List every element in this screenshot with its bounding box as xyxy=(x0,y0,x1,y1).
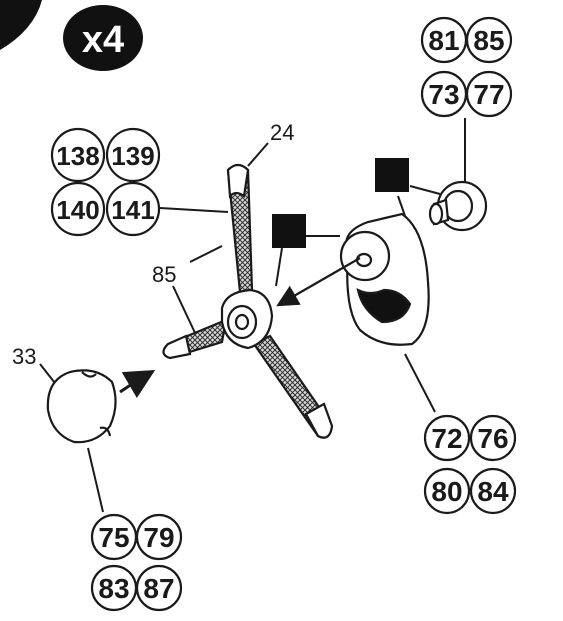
part-group-top-right: 81 85 73 77 xyxy=(420,16,513,118)
part-group-right: 72 76 80 84 xyxy=(423,414,517,515)
part-number: 84 xyxy=(477,476,509,507)
part-number: 75 xyxy=(98,522,129,553)
label-spinner: 33 xyxy=(12,344,36,369)
part-number: 72 xyxy=(431,423,462,454)
part-number: 83 xyxy=(98,573,129,604)
glue-marker-square xyxy=(272,214,306,248)
part-number: 140 xyxy=(56,195,99,225)
part-number: 76 xyxy=(477,423,508,454)
label-propeller-tip: 24 xyxy=(270,120,294,145)
part-number: 81 xyxy=(428,25,459,56)
part-group-left: 138 139 140 141 xyxy=(50,127,161,237)
quantity-badge-label: x4 xyxy=(82,19,124,61)
spinner-part xyxy=(46,369,117,444)
part-group-bottom: 75 79 83 87 xyxy=(90,513,183,612)
part-number: 138 xyxy=(56,141,99,171)
part-number: 73 xyxy=(428,79,459,110)
spinner-arrow xyxy=(119,369,156,399)
axle-part xyxy=(428,180,488,232)
quantity-badge: x4 xyxy=(63,5,143,71)
part-number: 79 xyxy=(143,522,174,553)
part-number: 139 xyxy=(111,141,154,171)
step-corner-marker xyxy=(0,0,42,50)
part-number: 77 xyxy=(473,79,504,110)
glue-marker-square xyxy=(375,158,409,192)
propeller-part xyxy=(162,163,334,439)
part-number: 85 xyxy=(473,25,504,56)
part-number: 80 xyxy=(431,476,462,507)
assembly-arrow xyxy=(276,257,361,307)
label-hub: 85 xyxy=(152,262,176,287)
part-number: 141 xyxy=(111,195,154,225)
engine-mount-part xyxy=(339,212,430,346)
part-number: 87 xyxy=(143,573,174,604)
